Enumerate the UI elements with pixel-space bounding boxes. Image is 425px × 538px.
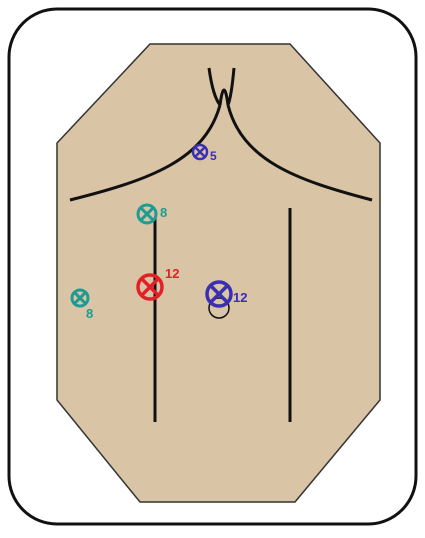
marker-label: 5 xyxy=(210,149,217,163)
marker-label: 12 xyxy=(233,290,247,305)
marker-label: 8 xyxy=(160,205,167,220)
marker-label: 12 xyxy=(165,266,179,281)
marker-label: 8 xyxy=(86,306,93,321)
